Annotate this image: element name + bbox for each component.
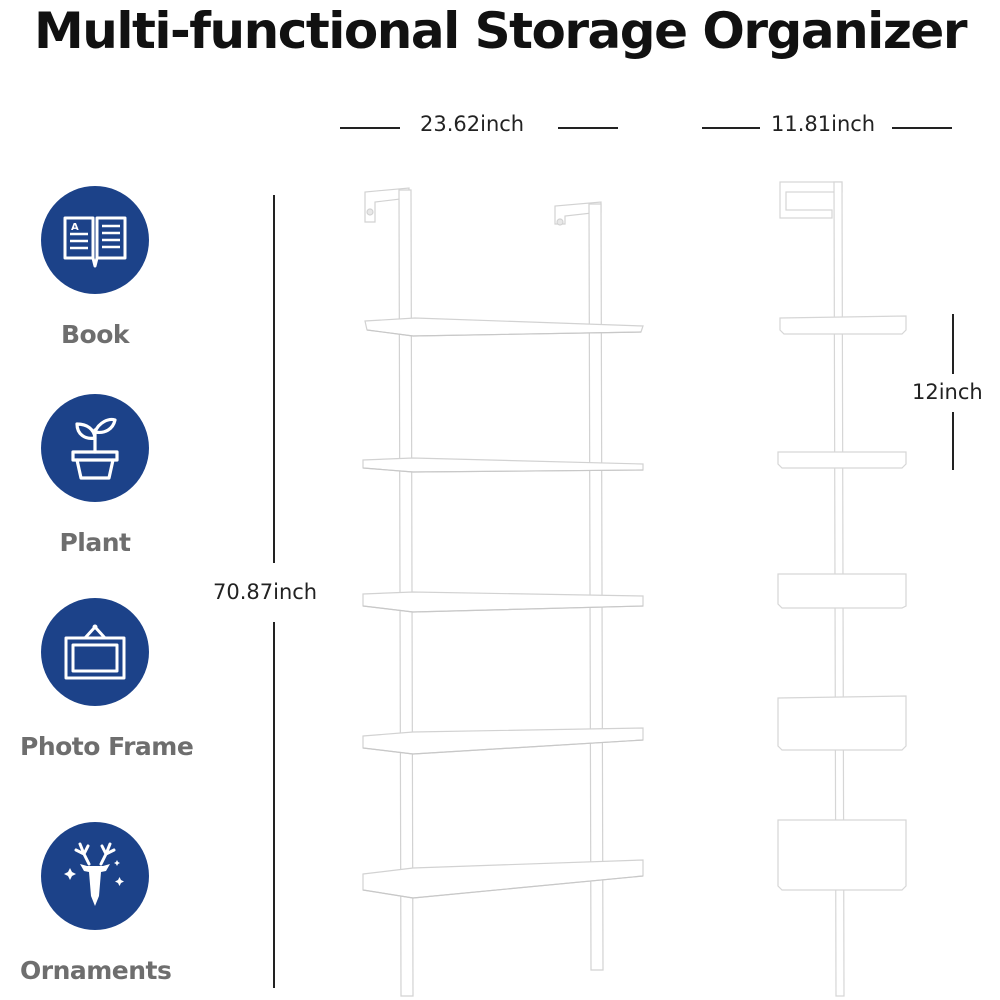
height-line-top bbox=[273, 195, 275, 563]
left-hook-screw bbox=[366, 208, 374, 216]
shelf-front-view bbox=[362, 187, 644, 997]
spacing-label: 12inch bbox=[912, 380, 983, 404]
feature-label: Photo Frame bbox=[20, 732, 194, 761]
right-post bbox=[588, 203, 604, 971]
svg-text:A: A bbox=[71, 222, 79, 233]
side-shelf-1 bbox=[779, 315, 907, 335]
shelf-1 bbox=[364, 317, 644, 337]
open-book-icon: A bbox=[63, 216, 127, 268]
side-top-bracket bbox=[779, 181, 843, 219]
depth-line-left bbox=[702, 127, 760, 129]
depth-label: 11.81inch bbox=[771, 112, 876, 136]
deer-head-icon bbox=[64, 842, 124, 906]
shelf-3 bbox=[362, 591, 644, 613]
shelf-5 bbox=[362, 859, 644, 899]
feature-photo-frame: Photo Frame bbox=[20, 598, 194, 761]
feature-circle bbox=[41, 822, 149, 930]
feature-circle bbox=[41, 598, 149, 706]
side-shelf-5 bbox=[777, 819, 907, 891]
page-title: Multi-functional Storage Organizer bbox=[33, 2, 968, 60]
feature-label: Plant bbox=[59, 528, 131, 557]
width-label: 23.62inch bbox=[420, 112, 525, 136]
height-label: 70.87inch bbox=[213, 580, 318, 604]
side-shelf-4 bbox=[777, 695, 907, 751]
photo-frame-icon bbox=[64, 624, 126, 680]
depth-line-right bbox=[892, 127, 952, 129]
feature-label: Book bbox=[60, 320, 130, 349]
feature-plant: Plant bbox=[20, 394, 170, 557]
right-hook-screw bbox=[556, 218, 564, 226]
shelf-4 bbox=[362, 727, 644, 755]
feature-label: Ornaments bbox=[20, 956, 172, 985]
side-shelf-3 bbox=[777, 573, 907, 609]
height-line-bottom bbox=[273, 622, 275, 988]
side-shelf-2 bbox=[777, 451, 907, 469]
spacing-line-top bbox=[952, 314, 954, 374]
spacing-line-bottom bbox=[952, 412, 954, 470]
potted-plant-icon bbox=[71, 417, 119, 480]
width-line-left bbox=[340, 127, 400, 129]
feature-book: A Book bbox=[20, 186, 170, 349]
feature-circle bbox=[41, 394, 149, 502]
width-line-right bbox=[558, 127, 618, 129]
shelf-2 bbox=[362, 457, 644, 473]
shelf-side-view bbox=[777, 181, 907, 997]
feature-ornaments: Ornaments bbox=[20, 822, 172, 985]
feature-circle: A bbox=[41, 186, 149, 294]
